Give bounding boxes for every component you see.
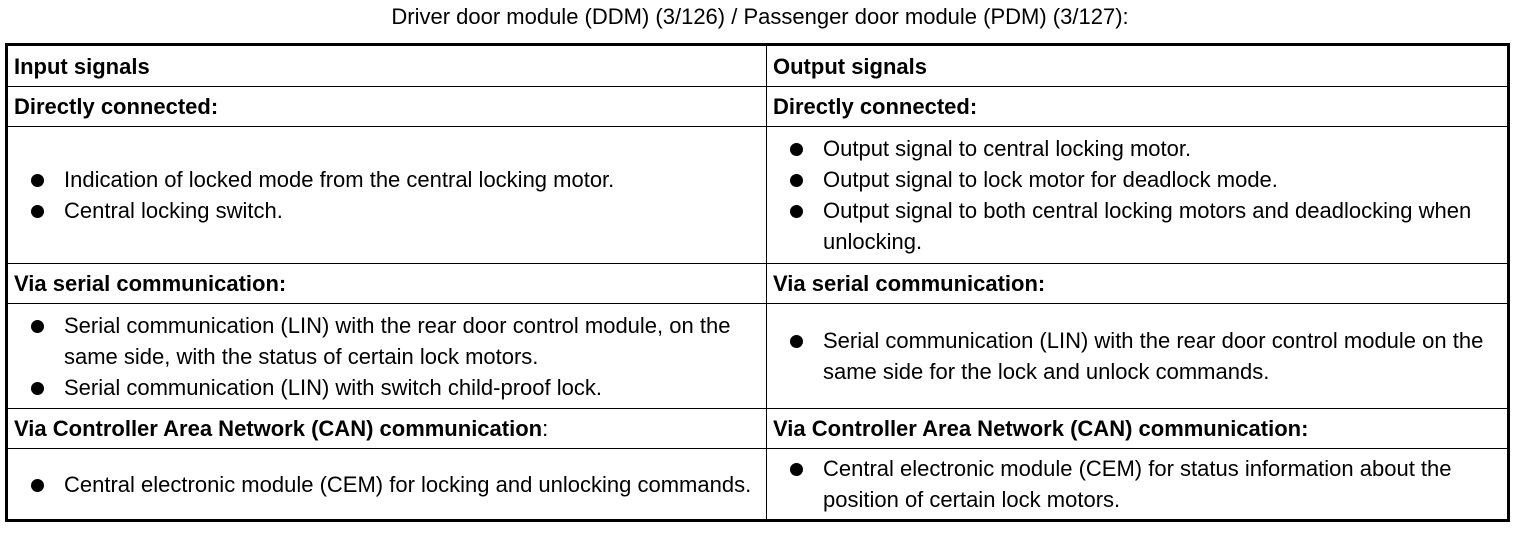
section-heading-row: Via serial communication: Via serial com…	[6, 263, 1509, 304]
section-heading-row: Directly connected: Directly connected:	[6, 86, 1509, 127]
input-items-cell: Central electronic module (CEM) for lock…	[6, 448, 767, 521]
bullet-list: Output signal to central locking motor. …	[773, 133, 1503, 257]
section-content-row: Central electronic module (CEM) for lock…	[6, 448, 1509, 521]
bullet-icon	[790, 143, 803, 156]
bullet-icon	[31, 478, 44, 492]
list-item: Indication of locked mode from the centr…	[31, 164, 762, 195]
input-section-heading: Via Controller Area Network (CAN) commun…	[6, 408, 767, 449]
list-item-text: Output signal to both central locking mo…	[823, 198, 1472, 254]
bullet-list: Central electronic module (CEM) for lock…	[14, 469, 762, 500]
output-items-cell: Output signal to central locking motor. …	[766, 126, 1509, 264]
section-content-row: Serial communication (LIN) with the rear…	[6, 303, 1509, 409]
input-section-heading: Directly connected:	[6, 86, 767, 127]
input-section-heading-bold: Via Controller Area Network (CAN) commun…	[14, 416, 543, 441]
output-section-heading: Via serial communication:	[766, 263, 1509, 304]
list-item-text: Serial communication (LIN) with the rear…	[64, 312, 731, 369]
output-signals-header: Output signals	[766, 44, 1509, 87]
bullet-icon	[790, 463, 803, 476]
list-item-text: Serial communication (LIN) with the rear…	[823, 328, 1484, 384]
input-section-heading: Via serial communication:	[6, 263, 767, 304]
input-items-cell: Serial communication (LIN) with the rear…	[6, 303, 767, 409]
output-section-heading: Directly connected:	[766, 86, 1509, 127]
table-caption: Driver door module (DDM) (3/126) / Passe…	[391, 4, 1129, 29]
input-signals-header: Input signals	[6, 44, 767, 87]
list-item: Central locking switch.	[31, 195, 762, 226]
bullet-icon	[790, 335, 803, 348]
bullet-list: Serial communication (LIN) with the rear…	[14, 310, 762, 403]
input-section-heading-colon: :	[542, 416, 549, 441]
output-items-cell: Central electronic module (CEM) for stat…	[766, 448, 1509, 521]
list-item: Serial communication (LIN) with switch c…	[31, 372, 762, 403]
list-item-text: Central electronic module (CEM) for stat…	[823, 456, 1452, 512]
list-item-text: Output signal to lock motor for deadlock…	[823, 167, 1278, 192]
section-heading-row: Via Controller Area Network (CAN) commun…	[6, 408, 1509, 449]
bullet-list: Serial communication (LIN) with the rear…	[773, 325, 1503, 387]
list-item: Serial communication (LIN) with the rear…	[31, 310, 762, 372]
bullet-icon	[31, 381, 44, 395]
list-item: Central electronic module (CEM) for lock…	[31, 469, 762, 500]
table-header-row: Input signals Output signals	[6, 44, 1509, 87]
output-section-heading: Via Controller Area Network (CAN) commun…	[766, 408, 1509, 449]
input-items-cell: Indication of locked mode from the centr…	[6, 126, 767, 264]
list-item: Output signal to both central locking mo…	[790, 195, 1503, 257]
list-item: Output signal to lock motor for deadlock…	[790, 164, 1503, 195]
list-item-text: Indication of locked mode from the centr…	[64, 167, 615, 192]
list-item: Central electronic module (CEM) for stat…	[790, 453, 1503, 515]
list-item-text: Central electronic module (CEM) for lock…	[64, 471, 752, 497]
section-content-row: Indication of locked mode from the centr…	[6, 126, 1509, 264]
bullet-list: Central electronic module (CEM) for stat…	[773, 453, 1503, 515]
signals-table: Input signals Output signals Directly co…	[5, 43, 1510, 522]
list-item: Output signal to central locking motor.	[790, 133, 1503, 164]
bullet-icon	[31, 205, 44, 218]
bullet-icon	[31, 319, 44, 333]
bullet-icon	[31, 174, 44, 187]
list-item-text: Output signal to central locking motor.	[823, 136, 1192, 161]
list-item-text: Central locking switch.	[64, 198, 283, 223]
list-item-text: Serial communication (LIN) with switch c…	[64, 374, 602, 400]
bullet-list: Indication of locked mode from the centr…	[14, 164, 762, 226]
output-items-cell: Serial communication (LIN) with the rear…	[766, 303, 1509, 409]
bullet-icon	[790, 174, 803, 187]
bullet-icon	[790, 205, 803, 218]
list-item: Serial communication (LIN) with the rear…	[790, 325, 1503, 387]
